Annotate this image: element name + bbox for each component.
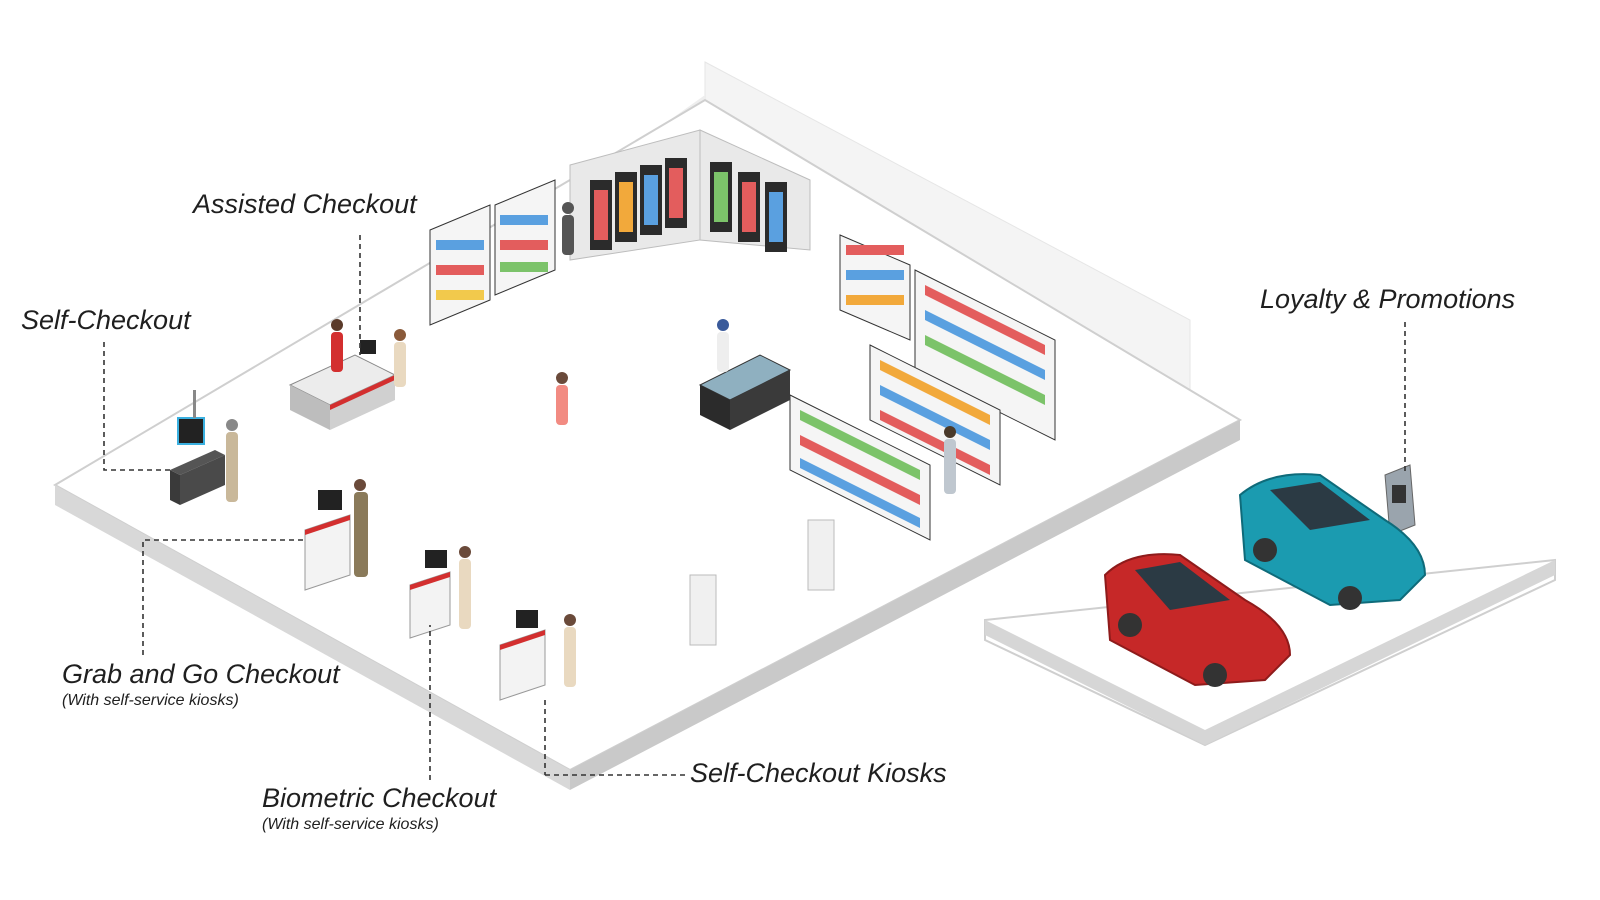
assisted-checkout-title: Assisted Checkout [193,189,417,219]
person [562,202,574,255]
loyalty-kiosk [1384,464,1416,536]
shoppers [226,202,956,687]
refrigerator-bank [569,129,811,261]
person [717,319,729,372]
grab-and-go-title: Grab and Go Checkout [62,659,340,689]
person [226,419,238,502]
store-floor-edge-right [570,420,1240,790]
person [354,479,368,577]
shelves-middle [869,344,1001,486]
self-checkout-label: Self-Checkout [21,305,191,336]
store-floor-edge [55,485,570,790]
shelves-back-right [839,234,1056,441]
grab-and-go-leader [142,539,305,655]
biometric-kiosk [409,550,451,639]
person [564,614,576,687]
loyalty-promotions-label: Loyalty & Promotions [1260,284,1516,315]
person [331,319,343,372]
person [556,372,568,425]
security-gates [689,519,835,646]
self-checkout-kiosk [499,610,546,701]
person [459,546,471,629]
parking-lot-edge [985,560,1555,745]
red-car [1103,553,1292,687]
grab-and-go-subtitle: (With self-service kiosks) [62,691,239,709]
callout-lines [103,235,1406,780]
grab-and-go-kiosk [304,490,351,591]
loyalty-promotions-title: Loyalty & Promotions [1260,284,1516,314]
self-checkout-machine [170,390,225,505]
self-checkout-title: Self-Checkout [21,305,191,335]
freezer-chest [698,354,792,430]
biometric-subtitle: (With self-service kiosks) [262,815,439,833]
biometric-label: Biometric Checkout (With self-service ki… [262,783,497,834]
teal-car [1238,473,1427,610]
biometric-title: Biometric Checkout [262,783,497,813]
self-checkout-leader [103,342,172,471]
shelves-back-left [429,179,556,326]
person [944,426,956,494]
person [394,329,406,387]
self-checkout-kiosks-title: Self-Checkout Kiosks [690,758,947,788]
assisted-checkout-label: Assisted Checkout [193,189,417,220]
shelves-front [789,394,931,541]
self-checkout-kiosks-label: Self-Checkout Kiosks [690,758,947,789]
grab-and-go-label: Grab and Go Checkout (With self-service … [62,659,340,710]
